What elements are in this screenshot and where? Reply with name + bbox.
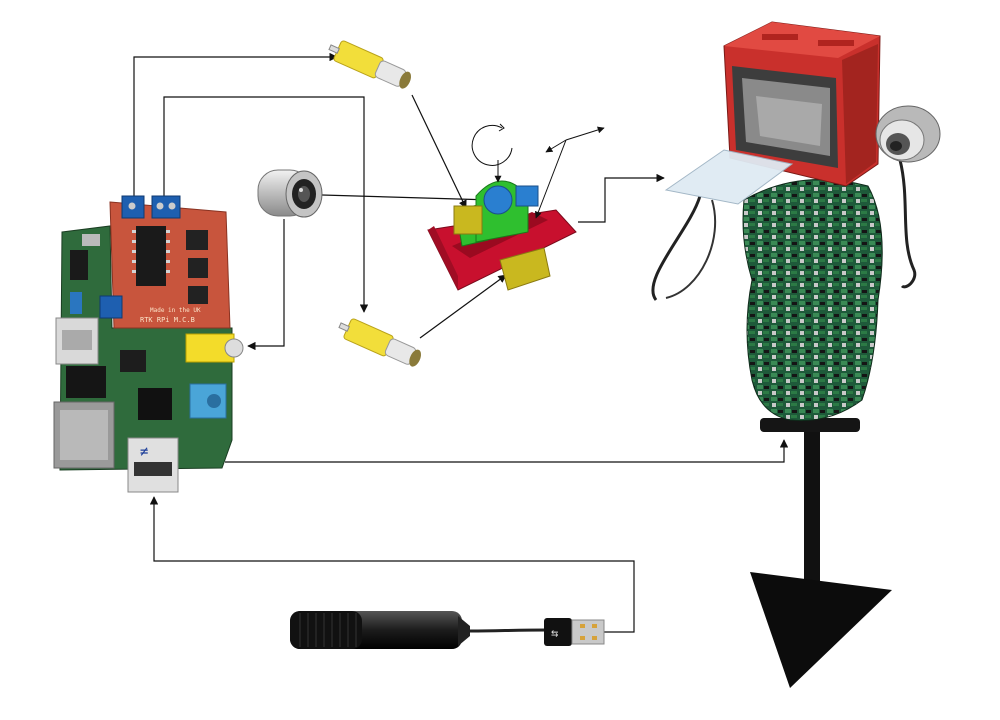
crt-tv-head [723, 21, 881, 187]
arrow-camera-to-mount [321, 194, 493, 201]
pcb-label-made-in: Made in the UK [150, 307, 201, 314]
arrow-mount-to-head [578, 173, 665, 223]
arrow-pan-motor-to-mount [411, 94, 467, 209]
acrylic-visor [664, 149, 794, 205]
arrow-pcb-to-tilt-motor [163, 96, 369, 313]
motor-control-shield: Made in the UK RTK RPi M.C.B [99, 195, 231, 329]
terminal-block-right [151, 195, 181, 219]
tilt-gear-motor [338, 318, 421, 367]
robot-statue [651, 21, 941, 688]
connection-arrows [133, 52, 789, 633]
terminal-block-side [99, 295, 123, 319]
stand-base [750, 572, 892, 688]
usb-microphone: ⇆ [290, 611, 605, 649]
camera-module [257, 169, 323, 218]
gpio-header [66, 366, 106, 398]
arrow-tilt-motor-to-mount [419, 274, 507, 339]
pcb-label-name: RTK RPi M.C.B [140, 316, 195, 324]
stand-pole [804, 430, 820, 596]
eye-camera [875, 105, 941, 163]
arrow-camera-to-rpi-video [247, 219, 285, 351]
arrow-rpi-to-stand [225, 439, 789, 463]
svg-text:≠: ≠ [140, 444, 148, 460]
rotation-arrow-icon [471, 123, 513, 183]
svg-text:⇆: ⇆ [551, 626, 558, 640]
processor-chip [138, 388, 172, 420]
motor-driver-chip [136, 226, 166, 286]
arrow-pcb-to-pan-motor [133, 52, 338, 198]
raspberry-pi-board: ≠ [53, 225, 244, 493]
arrow-usb-mic-to-rpi [149, 496, 635, 633]
circuit-board-torso [742, 179, 883, 422]
pan-tilt-mount [427, 180, 577, 291]
pan-gear-motor [328, 40, 411, 89]
tilt-arrows-icon [534, 126, 605, 219]
